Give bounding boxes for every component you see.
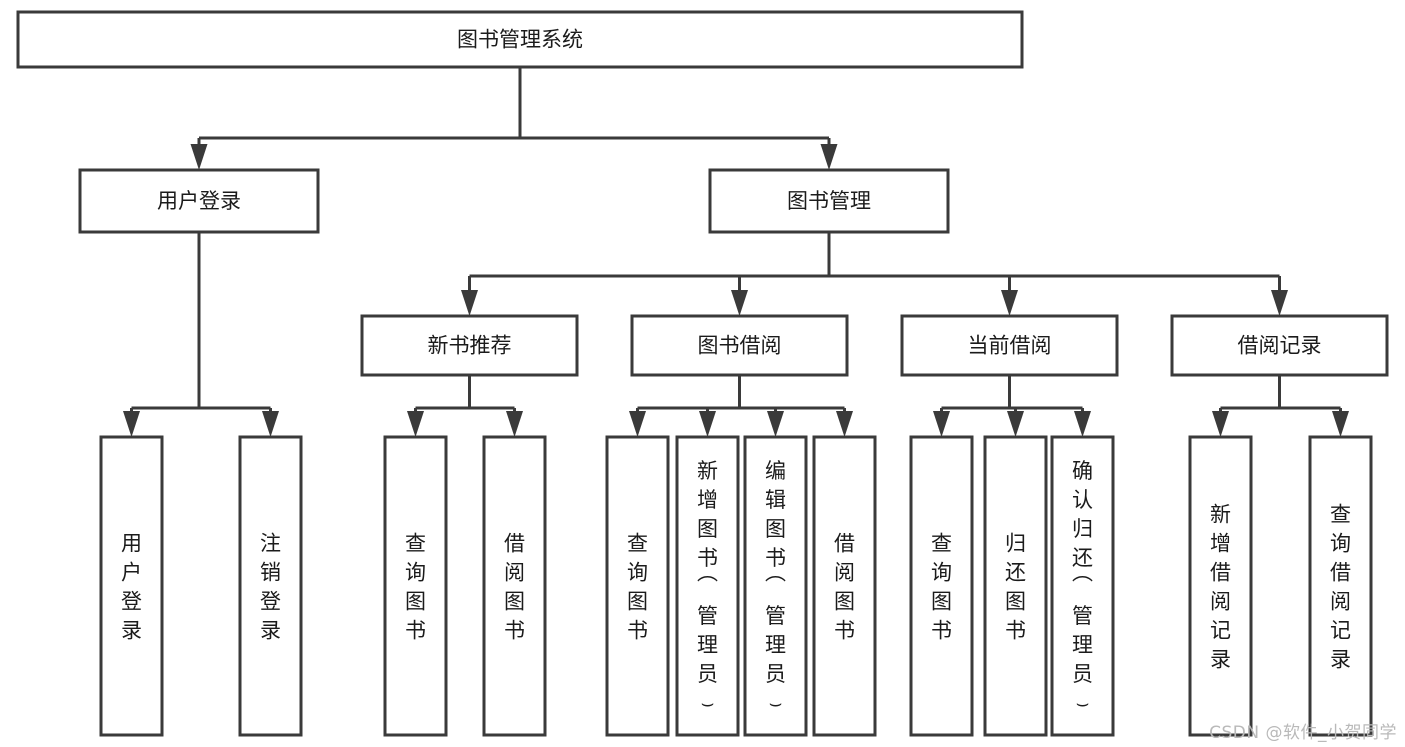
node-label-leaf-add-book: 新增图书⌒管理员⌣ [697, 459, 718, 715]
node-box-leaf-return-book[interactable] [983, 435, 1048, 737]
node-label-leaf-logout: 注销登录 [260, 532, 281, 643]
node-box-leaf-user-login[interactable] [99, 435, 164, 737]
connector-group-root [190, 67, 838, 170]
node-leaf-confirm-return[interactable]: 确认归还⌒管理员⌣ [1050, 435, 1115, 737]
node-label-leaf-edit-book: 编辑图书⌒管理员⌣ [765, 459, 786, 715]
node-leaf-query-book-2[interactable]: 查询图书 [605, 435, 670, 737]
node-box-leaf-add-record[interactable] [1188, 435, 1253, 737]
connector-group-book-manage [461, 232, 1288, 316]
node-label-book-manage: 图书管理 [787, 189, 871, 213]
node-leaf-query-book-1[interactable]: 查询图书 [383, 435, 448, 737]
node-box-user-login[interactable] [78, 168, 320, 234]
node-label-leaf-confirm-return: 确认归还⌒管理员⌣ [1072, 459, 1093, 715]
node-label-current-borrow: 当前借阅 [968, 334, 1052, 358]
node-box-leaf-query-book-3[interactable] [909, 435, 974, 737]
node-box-current-borrow[interactable] [900, 314, 1119, 377]
node-box-book-borrow[interactable] [630, 314, 849, 377]
node-box-leaf-logout[interactable] [238, 435, 303, 737]
node-label-leaf-borrow-book-1: 借阅图书 [504, 532, 525, 643]
node-label-user-login: 用户登录 [157, 189, 241, 213]
node-current-borrow[interactable]: 当前借阅 [900, 314, 1119, 377]
connector-group-current-borrow [933, 375, 1091, 437]
node-layer: 图书管理系统用户登录图书管理新书推荐图书借阅当前借阅借阅记录用户登录注销登录查询… [16, 10, 1389, 737]
node-box-leaf-add-book[interactable] [675, 435, 740, 737]
connector-group-borrow-records [1212, 375, 1349, 437]
node-book-borrow[interactable]: 图书借阅 [630, 314, 849, 377]
node-label-leaf-return-book: 归还图书 [1005, 532, 1026, 643]
node-box-leaf-edit-book[interactable] [743, 435, 808, 737]
node-box-leaf-query-book-2[interactable] [605, 435, 670, 737]
node-leaf-logout[interactable]: 注销登录 [238, 435, 303, 737]
node-root[interactable]: 图书管理系统 [16, 10, 1024, 69]
node-box-borrow-records[interactable] [1170, 314, 1389, 377]
node-label-leaf-query-book-2: 查询图书 [627, 532, 648, 643]
node-leaf-query-record[interactable]: 查询借阅记录 [1308, 435, 1373, 737]
node-box-leaf-borrow-book-1[interactable] [482, 435, 547, 737]
node-box-leaf-borrow-book-2[interactable] [812, 435, 877, 737]
node-leaf-edit-book[interactable]: 编辑图书⌒管理员⌣ [743, 435, 808, 737]
node-box-new-book-recommend[interactable] [360, 314, 579, 377]
node-label-root: 图书管理系统 [457, 28, 583, 52]
node-leaf-user-login[interactable]: 用户登录 [99, 435, 164, 737]
node-box-leaf-query-record[interactable] [1308, 435, 1373, 737]
node-leaf-add-book[interactable]: 新增图书⌒管理员⌣ [675, 435, 740, 737]
node-box-book-manage[interactable] [708, 168, 950, 234]
node-leaf-borrow-book-2[interactable]: 借阅图书 [812, 435, 877, 737]
node-leaf-borrow-book-1[interactable]: 借阅图书 [482, 435, 547, 737]
connector-group-book-borrow [629, 375, 853, 437]
connector-layer [123, 67, 1349, 437]
node-label-leaf-query-book-3: 查询图书 [931, 532, 952, 643]
csdn-watermark: CSDN @软件_小贺同学 [1209, 723, 1397, 743]
node-book-manage[interactable]: 图书管理 [708, 168, 950, 234]
node-label-new-book-recommend: 新书推荐 [428, 334, 512, 358]
node-label-leaf-add-record: 新增借阅记录 [1210, 503, 1231, 672]
node-user-login[interactable]: 用户登录 [78, 168, 320, 234]
node-label-leaf-query-record: 查询借阅记录 [1330, 503, 1351, 672]
node-leaf-return-book[interactable]: 归还图书 [983, 435, 1048, 737]
node-box-leaf-confirm-return[interactable] [1050, 435, 1115, 737]
node-label-leaf-borrow-book-2: 借阅图书 [834, 532, 855, 643]
connector-group-new-book-recommend [407, 375, 523, 437]
node-box-root[interactable] [16, 10, 1024, 69]
node-borrow-records[interactable]: 借阅记录 [1170, 314, 1389, 377]
node-label-leaf-user-login: 用户登录 [121, 532, 142, 643]
node-label-borrow-records: 借阅记录 [1238, 334, 1322, 358]
node-leaf-add-record[interactable]: 新增借阅记录 [1188, 435, 1253, 737]
node-label-leaf-query-book-1: 查询图书 [405, 532, 426, 643]
node-box-leaf-query-book-1[interactable] [383, 435, 448, 737]
connector-group-user-login [123, 232, 279, 437]
node-new-book-recommend[interactable]: 新书推荐 [360, 314, 579, 377]
node-label-book-borrow: 图书借阅 [698, 334, 782, 358]
node-leaf-query-book-3[interactable]: 查询图书 [909, 435, 974, 737]
